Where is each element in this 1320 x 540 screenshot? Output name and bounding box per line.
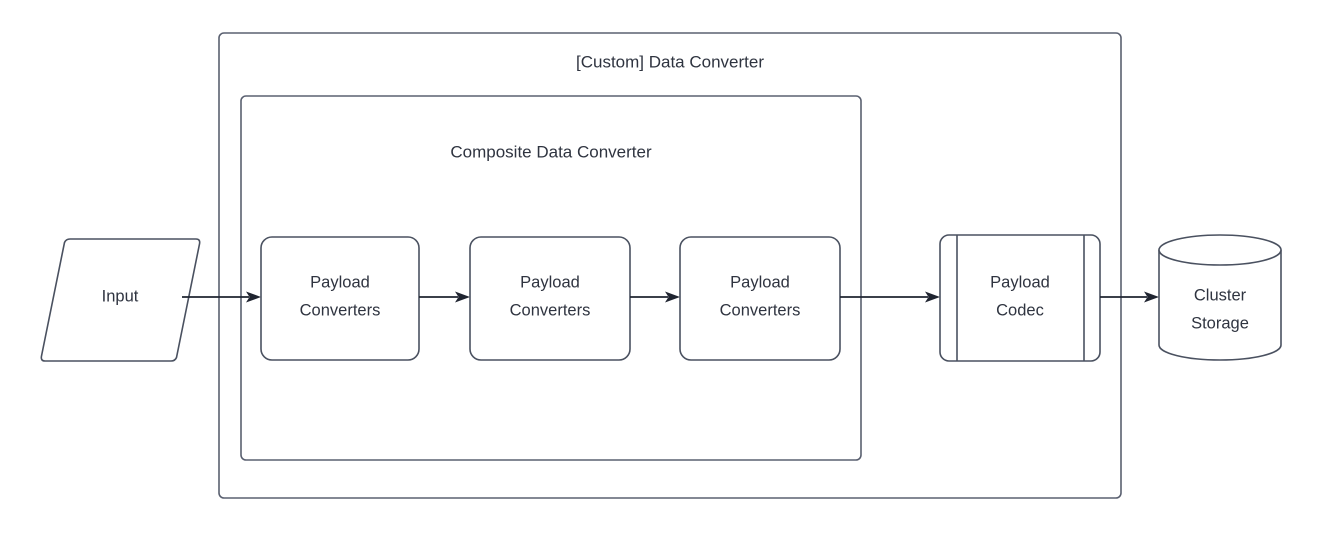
payload-converters-1-label-line1: Payload (310, 273, 370, 291)
input-node[interactable] (40, 238, 201, 362)
arrow-input-to-converter1-head (246, 291, 261, 303)
arrow-codec-to-storage-head (1144, 291, 1159, 303)
payload-codec-node[interactable] (939, 234, 1101, 362)
payload-converters-1-label-line2: Converters (300, 301, 381, 319)
arrow-converter1-to-converter2-head (455, 291, 470, 303)
cluster-storage-body[interactable] (1158, 249, 1282, 361)
payload-converters-1-node[interactable] (260, 236, 420, 361)
payload-converters-2-label-line2: Converters (510, 301, 591, 319)
input-node-label: Input (102, 287, 139, 305)
payload-converters-3-node[interactable] (679, 236, 841, 361)
cluster-storage-label-line1: Cluster (1194, 286, 1247, 304)
payload-converters-3-label-line1: Payload (730, 273, 790, 291)
payload-codec-label-line2: Codec (996, 301, 1044, 319)
payload-codec-label-line1: Payload (990, 273, 1050, 291)
composite-data-converter-container (240, 95, 862, 461)
arrow-converter2-to-converter3-head (665, 291, 680, 303)
custom-data-converter-label: [Custom] Data Converter (576, 52, 764, 71)
custom-data-converter-container (218, 32, 1122, 499)
payload-converters-3-label-line2: Converters (720, 301, 801, 319)
arrow-converter3-to-codec-head (925, 291, 940, 303)
cluster-storage-label-line2: Storage (1191, 314, 1249, 332)
payload-converters-2-label-line1: Payload (520, 273, 580, 291)
cluster-storage-top (1158, 234, 1282, 266)
composite-data-converter-label: Composite Data Converter (450, 142, 652, 161)
payload-converters-2-node[interactable] (469, 236, 631, 361)
